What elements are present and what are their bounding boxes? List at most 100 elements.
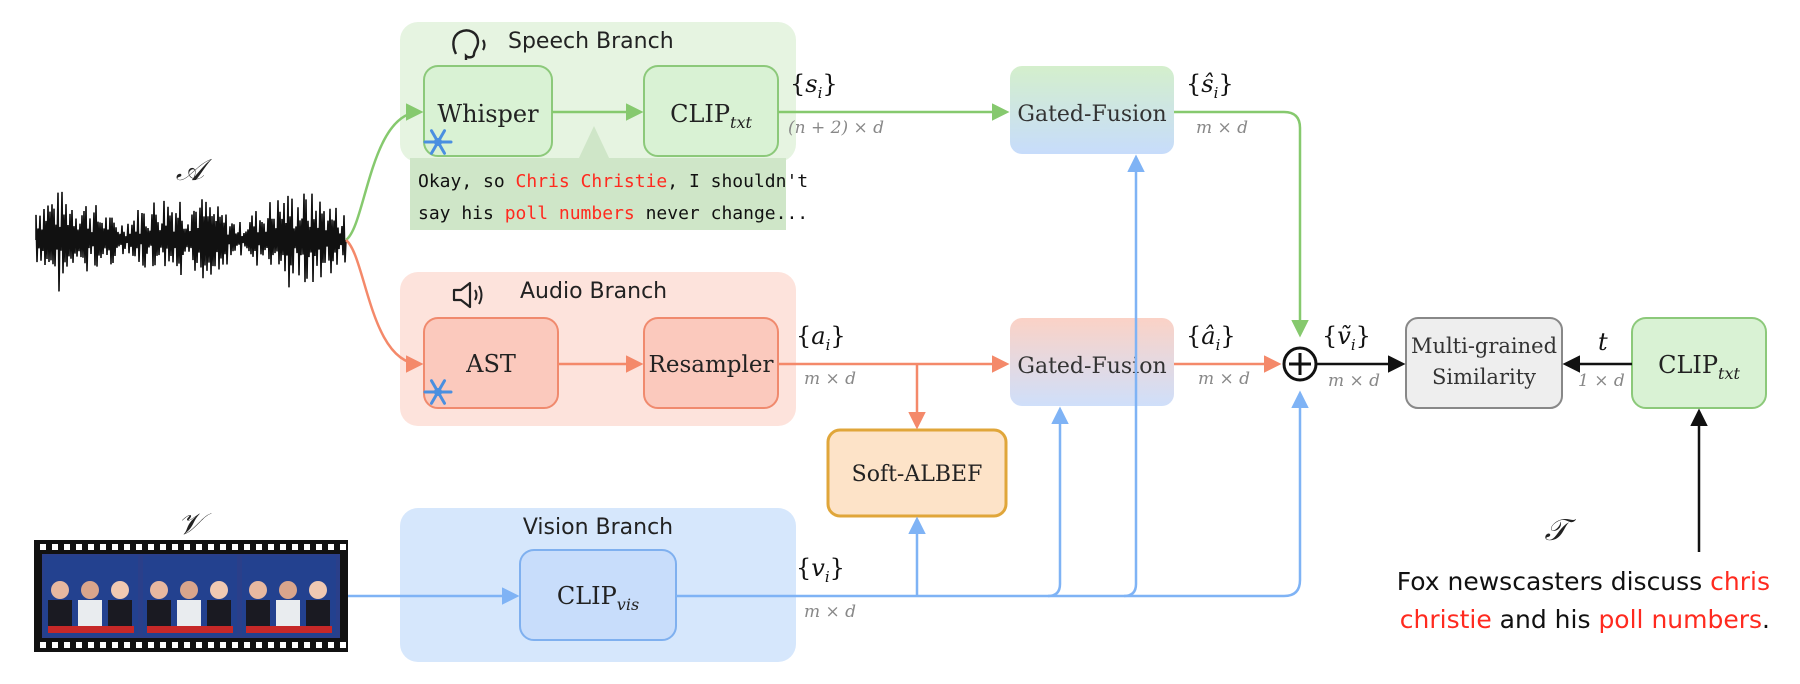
feature-a-hat-dim: m × d — [1198, 369, 1250, 389]
feature-s-dim: (n + 2) × d — [788, 118, 884, 138]
film-hole — [304, 544, 310, 550]
film-person-body — [246, 600, 270, 626]
speaker-icon — [452, 281, 483, 309]
feature-s-label: {si} — [790, 70, 838, 102]
speech-branch-title: Speech Branch — [508, 29, 674, 54]
gated-fusion-audio-module[interactable] — [1010, 318, 1174, 406]
multi-grained-similarity-module[interactable] — [1405, 317, 1563, 409]
resampler-label: Resampler — [649, 352, 774, 378]
arrow-gated-to-sum-speech — [1174, 110, 1309, 338]
video-input-symbol: 𝒱 — [178, 507, 212, 542]
feature-a-hat-label: {âi} — [1186, 322, 1236, 354]
film-hole — [304, 642, 310, 648]
film-hole — [316, 544, 322, 550]
multi-grained-label-line2: Similarity — [1432, 365, 1536, 389]
caption-line-2: christie and his poll numbers. — [1400, 605, 1770, 634]
feature-t-dim: 1 × d — [1578, 371, 1625, 391]
film-hole — [280, 642, 286, 648]
film-hole — [328, 544, 334, 550]
film-hole — [64, 544, 70, 550]
gated-fusion-audio-label: Gated-Fusion — [1017, 354, 1166, 379]
film-hole — [40, 544, 46, 550]
film-hole — [292, 544, 298, 550]
film-hole — [52, 642, 58, 648]
film-person-body — [306, 600, 330, 626]
audio-input-symbol: 𝒜 — [176, 153, 213, 188]
film-person-head — [51, 581, 69, 599]
film-hole — [256, 544, 262, 550]
film-person-head — [210, 581, 228, 599]
film-hole — [268, 642, 274, 648]
film-hole — [244, 642, 250, 648]
feature-v-tilde-label: {ṽi} — [1322, 322, 1371, 354]
film-person-body — [177, 600, 201, 626]
soft-albef-module[interactable] — [826, 428, 1008, 518]
film-hole — [160, 544, 166, 550]
film-person-head — [111, 581, 129, 599]
film-hole — [88, 544, 94, 550]
film-hole — [112, 544, 118, 550]
film-hole — [100, 642, 106, 648]
film-hole — [88, 642, 94, 648]
video-film-strip — [34, 540, 348, 652]
snowflake-icon — [423, 129, 453, 155]
arrow-vis-to-gated-fusion-speech — [1123, 154, 1145, 598]
film-person-head — [180, 581, 198, 599]
film-hole — [64, 642, 70, 648]
film-hole — [340, 544, 346, 550]
film-person-body — [207, 600, 231, 626]
transcript-line-1: Okay, so Chris Christie, I shouldn't — [418, 171, 808, 192]
film-person-head — [309, 581, 327, 599]
clip-txt-text-label: CLIPtxt — [1658, 351, 1740, 383]
film-hole — [256, 642, 262, 648]
gated-fusion-speech-label: Gated-Fusion — [1017, 102, 1166, 127]
transcript-callout-pointer — [578, 126, 610, 160]
film-person-body — [48, 600, 72, 626]
audio-waveform — [35, 191, 347, 292]
clip-vis-label: CLIPvis — [557, 582, 639, 614]
film-hole — [316, 642, 322, 648]
gated-fusion-speech-module[interactable] — [1010, 66, 1174, 154]
arrow-wave-to-whisper — [345, 103, 424, 242]
film-hole — [76, 642, 82, 648]
film-person-body — [108, 600, 132, 626]
arrow-vis-to-gated-fusion-audio — [1047, 406, 1069, 598]
feature-a-label: {ai} — [796, 322, 846, 354]
film-hole — [184, 544, 190, 550]
film-hole — [124, 544, 130, 550]
film-hole — [184, 642, 190, 648]
film-hole — [136, 642, 142, 648]
multi-grained-label-line1: Multi-grained — [1411, 334, 1557, 358]
feature-t-label: t — [1598, 328, 1608, 356]
film-person-head — [81, 581, 99, 599]
snowflake-icon — [423, 379, 453, 405]
feature-v-label: {vi} — [796, 554, 845, 586]
soft-albef-label: Soft-ALBEF — [852, 462, 983, 487]
film-hole — [40, 642, 46, 648]
film-hole — [172, 544, 178, 550]
whisper-label: Whisper — [437, 100, 539, 128]
film-person-head — [150, 581, 168, 599]
sum-operator-icon — [1282, 346, 1318, 382]
film-person-body — [78, 600, 102, 626]
film-lower-third — [147, 626, 233, 633]
film-hole — [280, 544, 286, 550]
film-lower-third — [48, 626, 134, 633]
feature-s-hat-label: {ŝi} — [1186, 70, 1234, 102]
film-hole — [76, 544, 82, 550]
film-hole — [292, 642, 298, 648]
feature-v-dim: m × d — [804, 602, 856, 622]
film-lower-third — [246, 626, 332, 633]
caption-line-1: Fox newscasters discuss chris — [1397, 567, 1770, 596]
arrow-wave-to-ast — [345, 239, 424, 373]
vision-branch-title: Vision Branch — [523, 515, 673, 540]
film-hole — [340, 642, 346, 648]
film-hole — [220, 642, 226, 648]
audio-branch-title: Audio Branch — [520, 279, 667, 304]
text-input-symbol: 𝒯 — [1545, 513, 1577, 548]
film-hole — [148, 642, 154, 648]
film-hole — [232, 544, 238, 550]
film-person-body — [276, 600, 300, 626]
speaking-head-icon — [452, 29, 486, 60]
